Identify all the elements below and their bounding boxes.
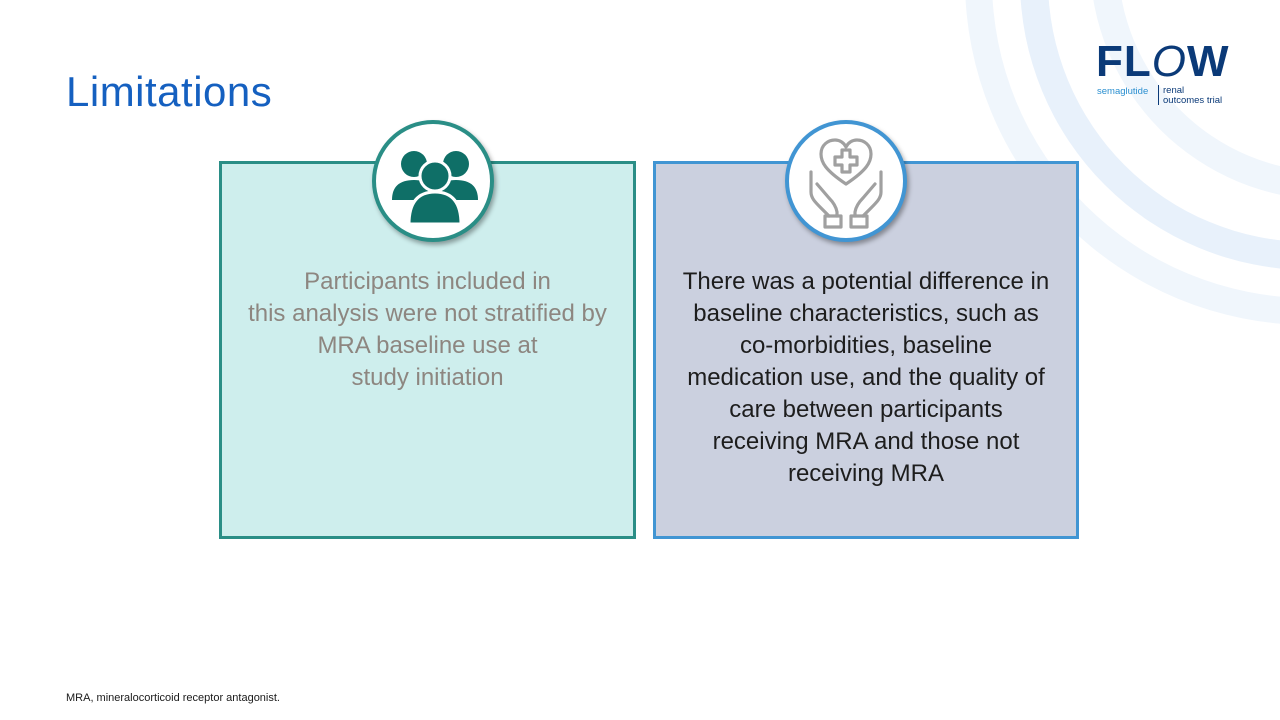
people-icon-badge — [372, 120, 494, 242]
logo-wordmark: FLOW — [1096, 37, 1230, 86]
flow-logo: FLOW semaglutide renal outcomes trial — [1096, 40, 1246, 110]
logo-drug-name: semaglutide — [1097, 86, 1149, 97]
logo-separator — [1158, 85, 1159, 105]
care-icon-badge — [785, 120, 907, 242]
footnote: MRA, mineralocorticoid receptor antagoni… — [66, 692, 280, 704]
logo-line-2: outcomes trial — [1163, 95, 1223, 106]
people-group-icon — [392, 151, 478, 226]
limitation-text-stratification: Participants included in this analysis w… — [248, 268, 607, 391]
limitation-text-baseline: There was a potential difference in base… — [682, 268, 1050, 487]
hands-holding-heart-icon — [809, 138, 883, 229]
limitation-card-baseline: There was a potential difference in base… — [653, 161, 1079, 539]
logo-line-1: renal — [1163, 85, 1185, 96]
slide-title: Limitations — [66, 68, 273, 115]
